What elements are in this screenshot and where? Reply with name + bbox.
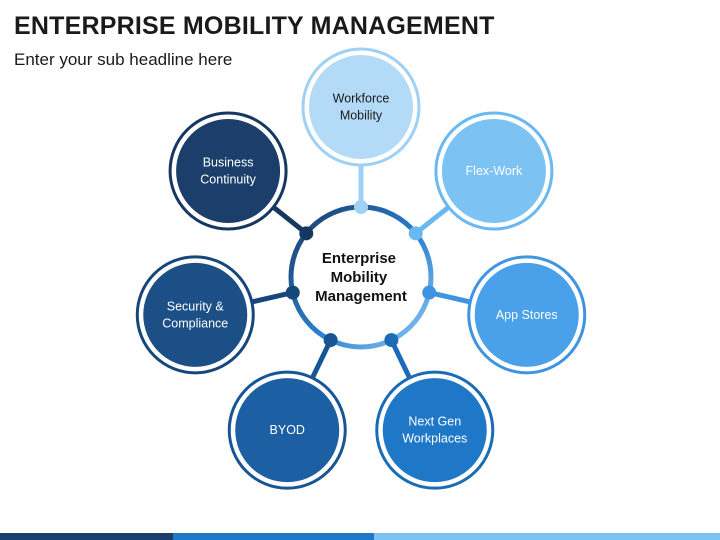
- center-hub: Enterprise Mobility Management: [288, 204, 434, 350]
- node-label-line: Mobility: [340, 109, 383, 123]
- node-circle-flex-work: [441, 119, 546, 224]
- connector-next-gen-workplaces: [389, 338, 412, 379]
- node-label-line: BYOD: [270, 423, 305, 437]
- node-label-line: App Stores: [496, 308, 558, 322]
- node-security-compliance: Security & Compliance: [135, 255, 300, 375]
- node-label-line: Business: [203, 156, 254, 170]
- page-title: ENTERPRISE MOBILITY MANAGEMENT: [14, 12, 495, 40]
- hub-dot-flex-work: [408, 226, 423, 241]
- node-label-flex-work: Flex-Work: [466, 164, 523, 178]
- node-label-line: Workplaces: [402, 432, 467, 446]
- center-line-2: Mobility: [331, 269, 388, 286]
- node-app-stores: App Stores: [422, 255, 587, 375]
- hub-dot-app-stores: [422, 285, 437, 300]
- node-circle-byod: [235, 378, 340, 483]
- node-circle-next-gen-workplaces: [382, 378, 487, 483]
- node-label-line: Security &: [167, 299, 225, 313]
- center-label: Enterprise Mobility Management: [315, 250, 407, 305]
- bottom-accent-bar: [0, 533, 720, 540]
- hub-dot-security-compliance: [285, 285, 300, 300]
- accent-segment-3: [374, 533, 720, 540]
- node-label-security-compliance: Security & Compliance: [162, 299, 228, 330]
- node-circle-workforce-mobility: [309, 55, 413, 159]
- node-label-line: Flex-Work: [466, 164, 523, 178]
- node-label-line: Workforce: [333, 92, 390, 106]
- hub-dot-workforce-mobility: [354, 200, 368, 214]
- hub-dot-next-gen-workplaces: [384, 333, 399, 348]
- node-circle-app-stores: [474, 262, 579, 367]
- page-subtitle: Enter your sub headline here: [14, 50, 233, 69]
- connector-byod: [310, 338, 333, 379]
- node-byod: BYOD: [227, 333, 347, 490]
- center-line-3: Management: [315, 288, 407, 305]
- node-circle-security-compliance: [143, 262, 248, 367]
- node-circle-business-continuity: [176, 119, 281, 224]
- center-line-1: Enterprise: [322, 250, 396, 267]
- node-label-line: Next Gen: [408, 415, 461, 429]
- node-label-app-stores: App Stores: [496, 308, 558, 322]
- hub-dot-byod: [323, 333, 338, 348]
- node-label-line: Compliance: [162, 316, 228, 330]
- node-label-byod: BYOD: [270, 423, 305, 437]
- accent-segment-2: [172, 533, 375, 540]
- node-label-line: Continuity: [200, 173, 256, 187]
- hub-dot-business-continuity: [299, 226, 314, 241]
- node-flex-work: Flex-Work: [408, 111, 554, 241]
- accent-segment-1: [0, 533, 173, 540]
